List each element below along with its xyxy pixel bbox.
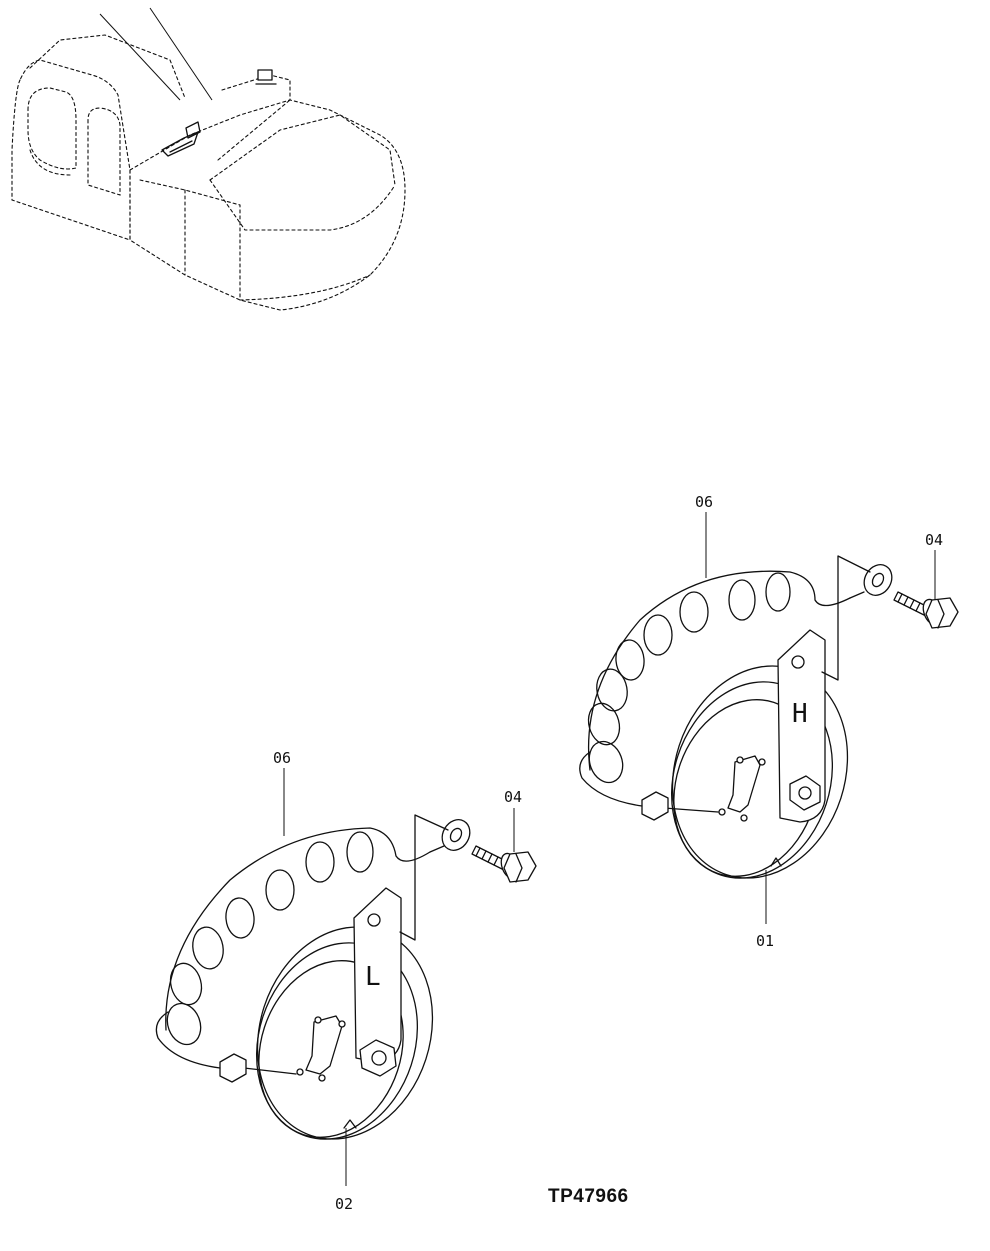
terminal-plate-low [296,1015,346,1082]
callout-bolt-high: 04 [925,531,943,549]
callout-horn-high: 01 [756,932,774,950]
ring-terminal-high-icon [863,564,893,596]
callout-harness-high: 06 [695,493,713,511]
flange-bolt-high-icon [893,591,959,629]
horn-body-low [255,926,434,1140]
horn-assembly-low: L [155,749,537,1213]
callout-harness-low: 06 [273,749,291,767]
bracket-mark-high: H [792,699,808,729]
terminal-plate-high [718,755,766,822]
horn-location-marker-icon [161,121,201,157]
flange-bolt-low-icon [471,845,537,883]
wire-harness-high [579,564,893,821]
machine-locator-view [11,7,406,311]
mounting-bracket-low: L [353,887,402,1063]
drawing-number: TP47966 [548,1186,629,1207]
callout-horn-low: 02 [335,1195,353,1213]
hex-nut-low-icon [359,1039,397,1077]
ring-terminal-low-icon [441,819,471,851]
callout-bolt-low: 04 [504,788,522,806]
horn-body-high [670,665,849,879]
hex-nut-high-icon [789,775,821,811]
wire-harness-low [155,819,471,1083]
horn-assembly-high: H [579,493,959,950]
mounting-bracket-high: H [777,629,826,823]
bracket-mark-low: L [365,962,381,992]
filler-cap-icon [255,69,277,85]
